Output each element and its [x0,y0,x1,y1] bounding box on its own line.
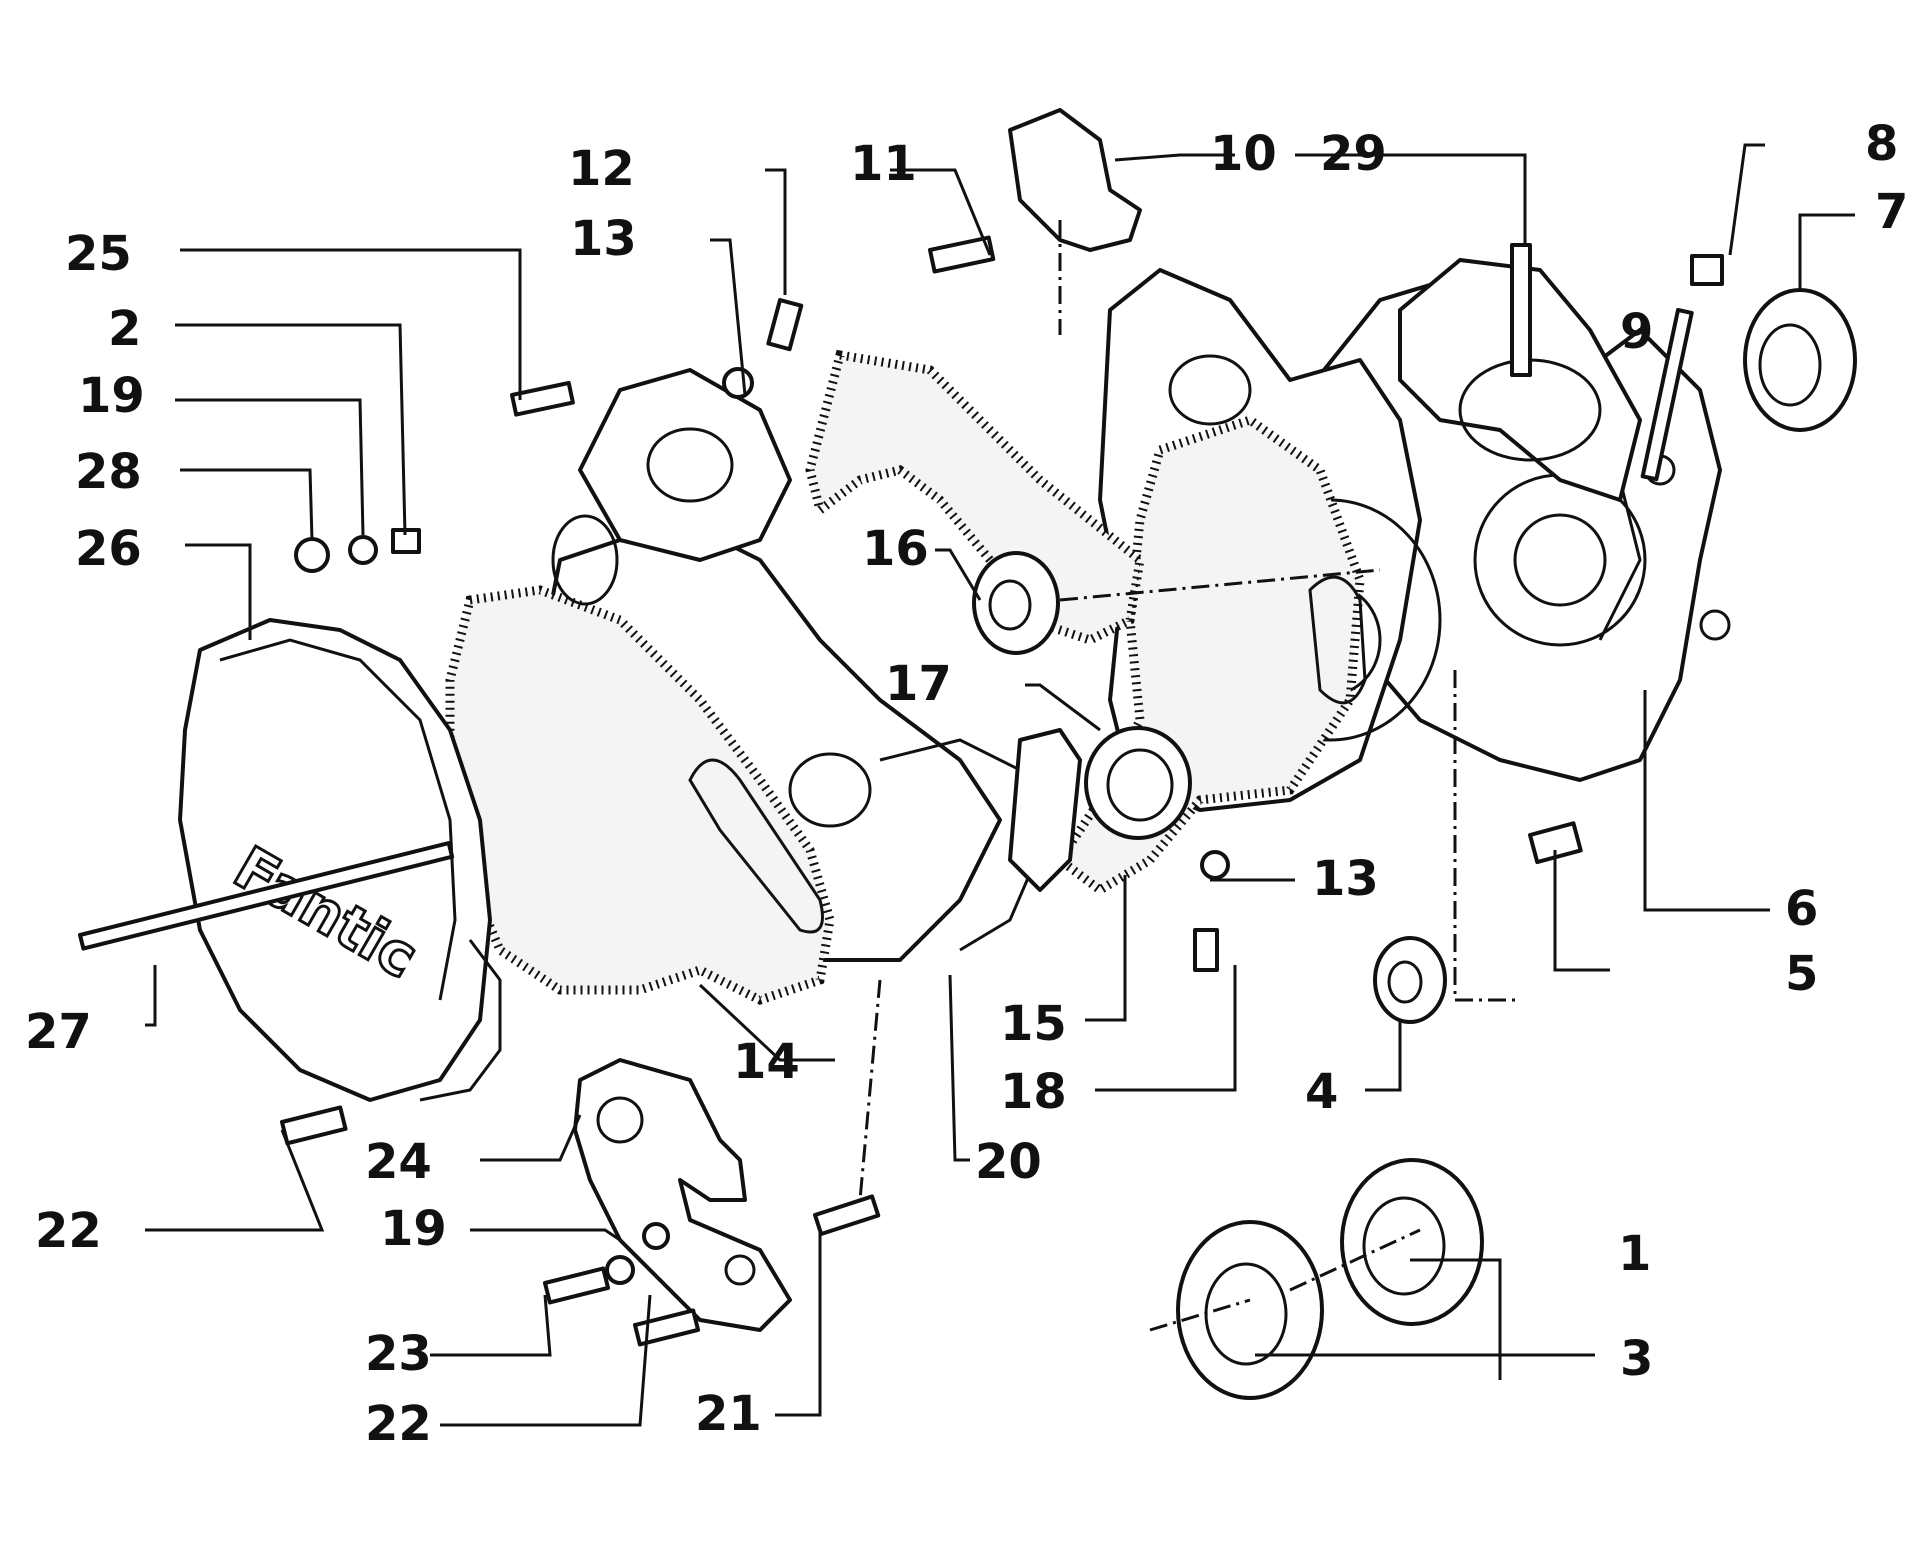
callout-26: 26 [75,521,142,577]
callout-22-left: 22 [35,1203,102,1259]
callout-28: 28 [75,444,142,500]
callout-7: 7 [1875,184,1908,240]
callout-14: 14 [733,1034,800,1090]
primary-drive-housing [551,368,792,606]
callout-23: 23 [365,1326,432,1382]
callout-18: 18 [1000,1064,1067,1120]
callout-13-lower: 13 [1312,851,1379,907]
callout-10: 10 [1210,126,1277,182]
studs-and-bolts [78,235,1724,1347]
callout-25: 25 [65,226,132,282]
callout-4: 4 [1305,1064,1338,1120]
callout-15: 15 [1000,996,1067,1052]
oil-seal-16 [972,551,1060,655]
gasket-slot [688,758,824,934]
bearing-1 [1340,1158,1484,1326]
callout-16: 16 [862,521,929,577]
callout-19-lower: 19 [380,1201,447,1257]
callout-8: 8 [1865,116,1898,172]
callout-24: 24 [365,1134,432,1190]
callout-6: 6 [1785,881,1818,937]
callout-13-upper: 13 [570,211,637,267]
oil-seal-4 [1373,936,1447,1024]
callout-numbers: 1 2 3 4 5 6 7 8 9 10 11 12 13 13 14 15 1… [25,116,1908,1452]
callout-1: 1 [1618,1226,1651,1282]
callout-19-upper: 19 [78,368,145,424]
callout-29: 29 [1320,126,1387,182]
bearing-7 [1743,288,1857,432]
gasket-window [1308,575,1367,705]
bracket-10 [1008,108,1142,252]
callout-20: 20 [975,1134,1042,1190]
callout-3: 3 [1620,1331,1653,1387]
roller-bearing-17 [1084,726,1192,840]
callout-5: 5 [1785,946,1818,1002]
oil-seal-3 [1176,1220,1324,1400]
leader-lines [145,143,1855,1427]
callout-22-lower: 22 [365,1396,432,1452]
upper-gasket [805,349,1145,645]
callout-21: 21 [695,1386,762,1442]
callout-11: 11 [850,136,917,192]
callout-12: 12 [568,141,635,197]
callout-27: 27 [25,1004,92,1060]
assembly-axes [858,220,1520,1332]
callout-2: 2 [108,301,141,357]
callout-9: 9 [1620,304,1653,360]
callout-17: 17 [885,656,952,712]
water-pump-cover [573,1058,792,1332]
